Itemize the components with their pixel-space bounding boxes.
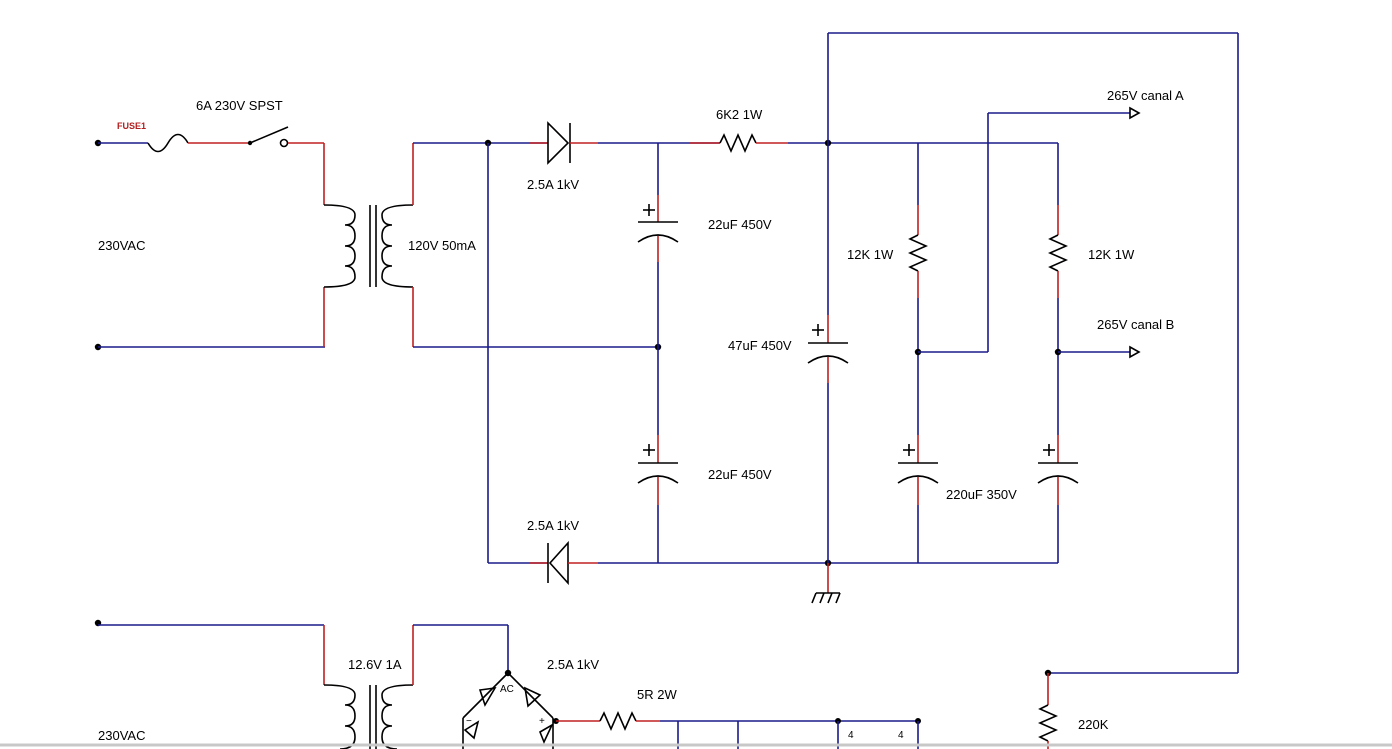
- diode-top: [530, 121, 598, 165]
- switch-label: 6A 230V SPST: [196, 98, 283, 113]
- resistor-12k-left: [908, 143, 928, 435]
- transformer-top-label: 120V 50mA: [408, 238, 476, 253]
- diode-bottom: [530, 540, 598, 586]
- cap-220uf-right: [1037, 435, 1079, 563]
- bridge-rectifier: [462, 672, 554, 749]
- cap-220uf-left: [897, 435, 939, 563]
- resistor-220k: [1038, 673, 1058, 749]
- spst-switch: [247, 126, 324, 148]
- out-a-label: 265V canal A: [1107, 88, 1184, 103]
- transformer-bottom: [323, 625, 414, 749]
- output-canal-b: [1058, 345, 1141, 359]
- resistor-12k-right: [1048, 143, 1068, 435]
- bridge-ac-label: AC: [500, 684, 514, 695]
- bridge-label: 2.5A 1kV: [547, 657, 599, 672]
- resistor-6k2-label: 6K2 1W: [716, 107, 763, 122]
- cap-220-label: 220uF 350V: [946, 487, 1017, 502]
- pin-4a-label: 4: [848, 730, 854, 741]
- cap-47-label: 47uF 450V: [728, 338, 792, 353]
- res-5r-label: 5R 2W: [637, 687, 677, 702]
- cap-22uf-bottom: [637, 347, 679, 563]
- transformer-top: [323, 143, 414, 347]
- bridge-minus-label: −: [466, 716, 472, 727]
- cap-22uf-top: [637, 143, 679, 347]
- res-220k-label: 220K: [1078, 717, 1109, 732]
- output-canal-a: [918, 106, 1141, 353]
- mains-input-top: [94, 139, 325, 351]
- cap-47uf: [807, 33, 849, 563]
- mains-input-bottom: [94, 619, 324, 627]
- pin-4b-label: 4: [898, 730, 904, 741]
- res-12k-left-label: 12K 1W: [847, 247, 894, 262]
- fuse-symbol: [147, 133, 250, 153]
- cap-mid-label: 22uF 450V: [708, 467, 772, 482]
- res-12k-right-label: 12K 1W: [1088, 247, 1135, 262]
- fuse-ref-label: FUSE1: [117, 121, 146, 131]
- resistor-6k2: [690, 133, 788, 153]
- diode-top-label: 2.5A 1kV: [527, 177, 579, 192]
- out-b-label: 265V canal B: [1097, 317, 1174, 332]
- mains-bottom-label: 230VAC: [98, 728, 145, 743]
- transformer-bottom-label: 12.6V 1A: [348, 657, 402, 672]
- diode-bottom-label: 2.5A 1kV: [527, 518, 579, 533]
- cap-top-label: 22uF 450V: [708, 217, 772, 232]
- resistor-5r: [599, 711, 660, 731]
- ground-symbol: [811, 563, 841, 604]
- mains-top-label: 230VAC: [98, 238, 145, 253]
- bridge-plus-label: +: [539, 716, 545, 727]
